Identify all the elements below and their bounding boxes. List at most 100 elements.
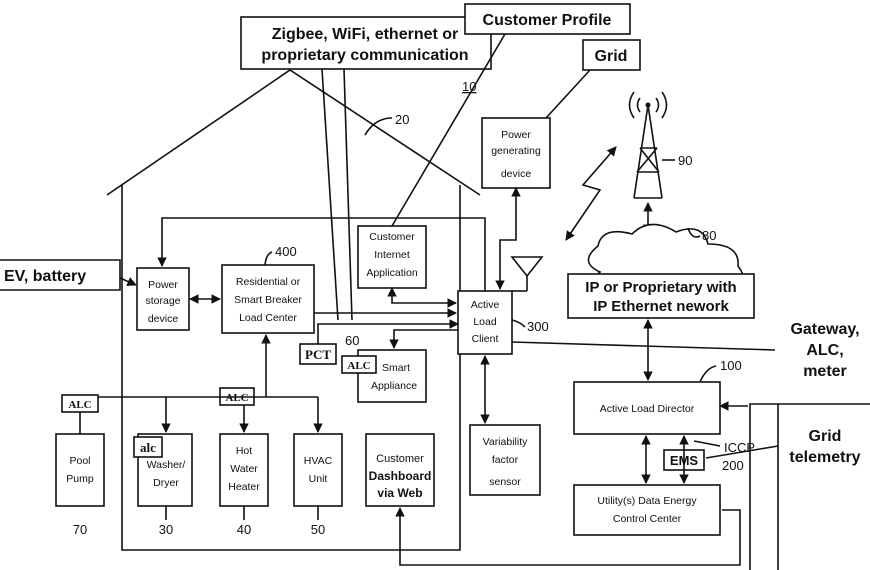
dash-line-3: via Web: [377, 486, 422, 500]
active-load-director: Active Load Director: [573, 381, 721, 435]
comm-leader-2: [343, 68, 353, 321]
gateway-line-3: meter: [803, 363, 847, 380]
customer-profile-callout: Customer Profile: [464, 3, 631, 35]
comm-line-2: proprietary communication: [261, 47, 468, 64]
ev-battery-label: EV, battery: [4, 268, 86, 285]
house-ref-leader: [364, 117, 393, 136]
breaker-line-2: Smart Breaker: [234, 294, 302, 306]
power-storage-device: Power storage device: [136, 267, 190, 331]
breaker-ref-leader: [264, 251, 273, 266]
grid-telemetry-line-1: Grid: [809, 428, 842, 445]
heater-line-3: Heater: [228, 481, 260, 493]
house-outline: [106, 69, 481, 551]
hvac-unit: HVAC Unit: [293, 433, 343, 507]
psd-line-3: device: [148, 313, 179, 325]
washer-line-1: Washer/: [147, 459, 186, 471]
customer-dashboard: Customer Dashboard via Web: [365, 433, 435, 507]
pct-tag: PCT: [299, 343, 337, 365]
alc-line-1: Active: [471, 299, 500, 311]
power-generating-device: Power generating device: [481, 117, 551, 189]
utility-line-1: Utility(s) Data Energy: [597, 495, 697, 507]
breaker-ref: 400: [275, 244, 297, 259]
client-ref-leader: [511, 319, 526, 328]
hvac-line-2: Unit: [309, 473, 328, 485]
comm-line-1: Zigbee, WiFi, ethernet or: [272, 26, 459, 43]
active-load-client: Active Load Client: [457, 290, 513, 355]
ev-battery-callout: EV, battery: [0, 259, 121, 291]
pool-line-1: Pool: [69, 455, 90, 467]
customer-profile-label: Customer Profile: [483, 12, 612, 29]
pool-alc-tag: ALC: [61, 394, 99, 413]
cia-line-1: Customer: [369, 231, 415, 243]
system-ref: 10: [462, 79, 476, 94]
pool-pump: Pool Pump: [55, 433, 105, 507]
hvac-line-1: HVAC: [304, 455, 333, 467]
antenna-tower-icon: [628, 91, 668, 199]
heater-line-2: Water: [230, 463, 258, 475]
ip-line-2: IP Ethernet nework: [593, 298, 729, 315]
heater-ref: 40: [237, 522, 251, 537]
grid-label: Grid: [595, 48, 628, 65]
utility-control-center: Utility(s) Data Energy Control Center: [573, 484, 721, 536]
tower-ref: 90: [678, 153, 692, 168]
gateway-leader: [511, 341, 776, 351]
washer-alc-tag: alc: [133, 436, 163, 458]
pool-line-2: Pump: [66, 473, 94, 485]
telemetry-leader: [705, 445, 779, 459]
pgd-line-2: generating: [491, 145, 541, 157]
smart-breaker-load-center: Residential or Smart Breaker Load Center: [221, 264, 315, 334]
grid-callout: Grid: [582, 39, 641, 71]
grid-telemetry-line-2: telemetry: [789, 449, 860, 466]
pool-alc-label: ALC: [68, 399, 91, 411]
pgd-line-3: device: [501, 168, 532, 180]
client-antenna-icon: [510, 256, 544, 292]
client-ref: 300: [527, 319, 549, 334]
appliance-alc-label: ALC: [347, 360, 370, 372]
appliance-alc-tag: ALC: [341, 355, 377, 374]
heater-line-1: Hot: [236, 445, 252, 457]
utility-ref: 200: [722, 458, 744, 473]
washer-alc-label: alc: [140, 440, 156, 455]
ip-network-callout: IP or Proprietary with IP Ethernet newor…: [567, 273, 755, 319]
pct-label: PCT: [305, 347, 331, 362]
bus-alc-label: ALC: [225, 392, 248, 404]
utility-line-2: Control Center: [613, 513, 682, 525]
cia-line-2: Internet: [374, 249, 410, 261]
profile-leader: [391, 33, 506, 227]
sa-line-1: Smart: [382, 362, 410, 374]
washer-line-2: Dryer: [153, 477, 179, 489]
comm-leader: [321, 68, 339, 321]
director-label: Active Load Director: [600, 403, 695, 415]
sa-line-2: Appliance: [371, 380, 417, 392]
house-connections: [79, 187, 741, 566]
dash-line-1: Customer: [376, 453, 424, 465]
customer-internet-application: Customer Internet Application: [357, 225, 427, 289]
communication-callout: Zigbee, WiFi, ethernet or proprietary co…: [240, 16, 492, 70]
cloud-ref-leader: [687, 227, 701, 238]
gateway-line-1: Gateway,: [790, 321, 859, 338]
dash-line-2: Dashboard: [369, 469, 432, 483]
vfs-line-1: Variability: [483, 436, 528, 448]
pgd-line-1: Power: [501, 129, 531, 141]
pool-ref: 70: [73, 522, 87, 537]
ip-line-1: IP or Proprietary with: [585, 279, 736, 296]
gateway-line-2: ALC,: [806, 342, 843, 359]
cloud-ref: 80: [702, 228, 716, 243]
washer-ref: 30: [159, 522, 173, 537]
vfs-line-2: factor: [492, 454, 519, 466]
alc-line-3: Client: [472, 333, 499, 345]
director-ref-leader: [699, 365, 717, 383]
iccp-leader: [693, 440, 721, 447]
house-ref: 20: [395, 112, 409, 127]
breaker-line-3: Load Center: [239, 312, 297, 324]
hot-water-heater: Hot Water Heater: [219, 433, 269, 507]
psd-line-1: Power: [148, 279, 178, 291]
breaker-line-1: Residential or: [236, 276, 301, 288]
ev-arrow: [119, 277, 137, 286]
alc-line-2: Load: [473, 316, 497, 328]
vfs-line-3: sensor: [489, 476, 521, 488]
hvac-ref: 50: [311, 522, 325, 537]
variability-factor-sensor: Variability factor sensor: [469, 424, 541, 496]
director-ref: 100: [720, 358, 742, 373]
grid-telemetry-callout: Grid telemetry: [749, 403, 870, 570]
